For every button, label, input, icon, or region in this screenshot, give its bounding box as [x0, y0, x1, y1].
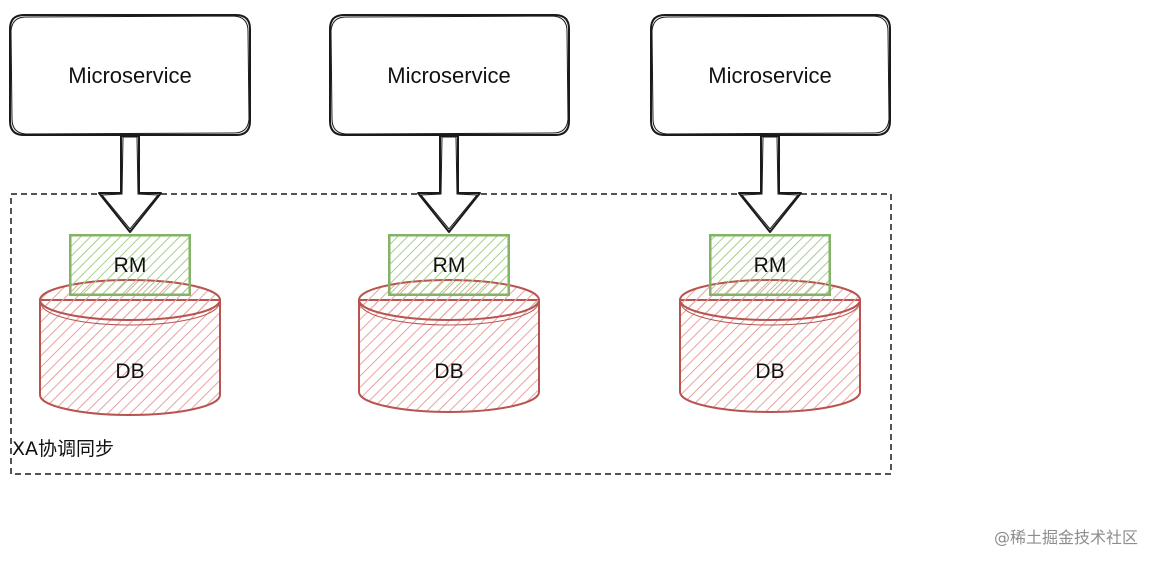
database-cylinder-3 [679, 279, 861, 413]
database-cylinder-1 [39, 279, 221, 416]
service-column-1: Microservice RM DB [9, 14, 251, 416]
rm-box-2 [388, 234, 510, 296]
rm-label-3: RM [754, 254, 787, 277]
microservice-box-3 [650, 14, 891, 136]
database-cylinder-2 [358, 279, 540, 413]
microservice-box-2 [329, 14, 570, 136]
rm-box-3 [709, 234, 831, 296]
flow-arrow-3 [738, 135, 802, 233]
service-column-2: Microservice RM DB [329, 14, 570, 413]
service-column-3: Microservice RM DB [650, 14, 891, 413]
xa-group-label: XA协调同步 [12, 438, 114, 460]
microservice-label-2: Microservice [387, 63, 510, 88]
watermark-text: @稀土掘金技术社区 [994, 528, 1139, 547]
rm-label-1: RM [114, 254, 147, 277]
microservice-box-1 [9, 14, 251, 136]
db-label-2: DB [434, 360, 463, 383]
microservice-label-3: Microservice [708, 63, 831, 88]
db-label-1: DB [115, 360, 144, 383]
rm-label-2: RM [433, 254, 466, 277]
flow-arrow-1 [98, 135, 162, 233]
microservice-label-1: Microservice [68, 63, 191, 88]
rm-box-1 [69, 234, 191, 296]
db-label-3: DB [755, 360, 784, 383]
flow-arrow-2 [417, 135, 481, 233]
